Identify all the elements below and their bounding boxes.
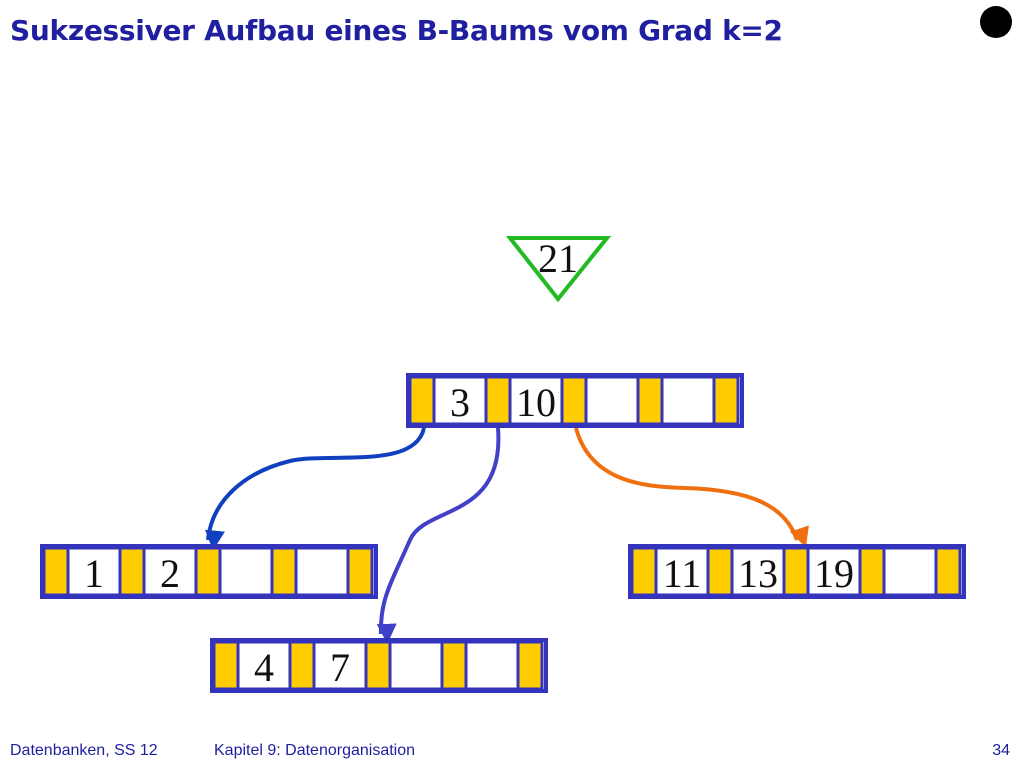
key-label: 2 — [160, 551, 180, 596]
key-slot — [660, 375, 716, 426]
key-slot — [508, 375, 564, 426]
key-slot — [882, 546, 938, 597]
pointer-slot — [364, 640, 392, 691]
footer-course: Datenbanken, SS 12 — [10, 742, 158, 759]
right-child-node: 11 13 19 — [628, 544, 966, 599]
key-label: 4 — [254, 645, 274, 690]
pointer-slot — [408, 375, 436, 426]
key-label: 1 — [84, 551, 104, 596]
key-label: 13 — [738, 551, 778, 596]
left-child-node: 1 2 — [40, 544, 378, 599]
edge-root-to-left — [205, 427, 426, 551]
key-label: 7 — [330, 645, 350, 690]
root-node: 3 10 — [406, 373, 744, 428]
pointer-slot — [118, 546, 146, 597]
key-label: 10 — [516, 380, 556, 425]
pointer-slot — [712, 375, 740, 426]
slide-title: Sukzessiver Aufbau eines B-Baums vom Gra… — [10, 14, 783, 47]
pointer-slot — [516, 640, 544, 691]
pointer-slot — [630, 546, 658, 597]
key-slot — [806, 546, 862, 597]
page-number: 34 — [992, 742, 1010, 759]
pointer-slot — [934, 546, 962, 597]
pointer-slot — [560, 375, 588, 426]
pointer-slot — [706, 546, 734, 597]
pointer-slot — [346, 546, 374, 597]
middle-child-node: 4 7 — [210, 638, 548, 693]
insert-marker: 21 — [505, 236, 612, 303]
key-slot — [142, 546, 198, 597]
pointer-slot — [194, 546, 222, 597]
pointer-slot — [484, 375, 512, 426]
footer-chapter: Kapitel 9: Datenorganisation — [214, 742, 416, 759]
key-slot — [464, 640, 520, 691]
key-label: 19 — [814, 551, 854, 596]
pointer-slot — [858, 546, 886, 597]
pointer-slot — [440, 640, 468, 691]
pointer-slot — [42, 546, 70, 597]
key-label: 11 — [663, 551, 702, 596]
key-slot — [388, 640, 444, 691]
key-label: 3 — [450, 380, 470, 425]
key-slot — [218, 546, 274, 597]
key-slot — [294, 546, 350, 597]
edge-root-to-middle — [376, 427, 501, 644]
edge-root-to-right — [574, 427, 809, 548]
insert-triangle-icon — [505, 236, 612, 303]
insert-key-label: 21 — [538, 236, 578, 281]
bullet-dot-icon — [980, 6, 1012, 38]
pointer-slot — [270, 546, 298, 597]
pointer-slot — [782, 546, 810, 597]
pointer-slot — [636, 375, 664, 426]
key-slot — [66, 546, 122, 597]
pointer-slot — [212, 640, 240, 691]
pointer-slot — [288, 640, 316, 691]
key-slot — [584, 375, 640, 426]
